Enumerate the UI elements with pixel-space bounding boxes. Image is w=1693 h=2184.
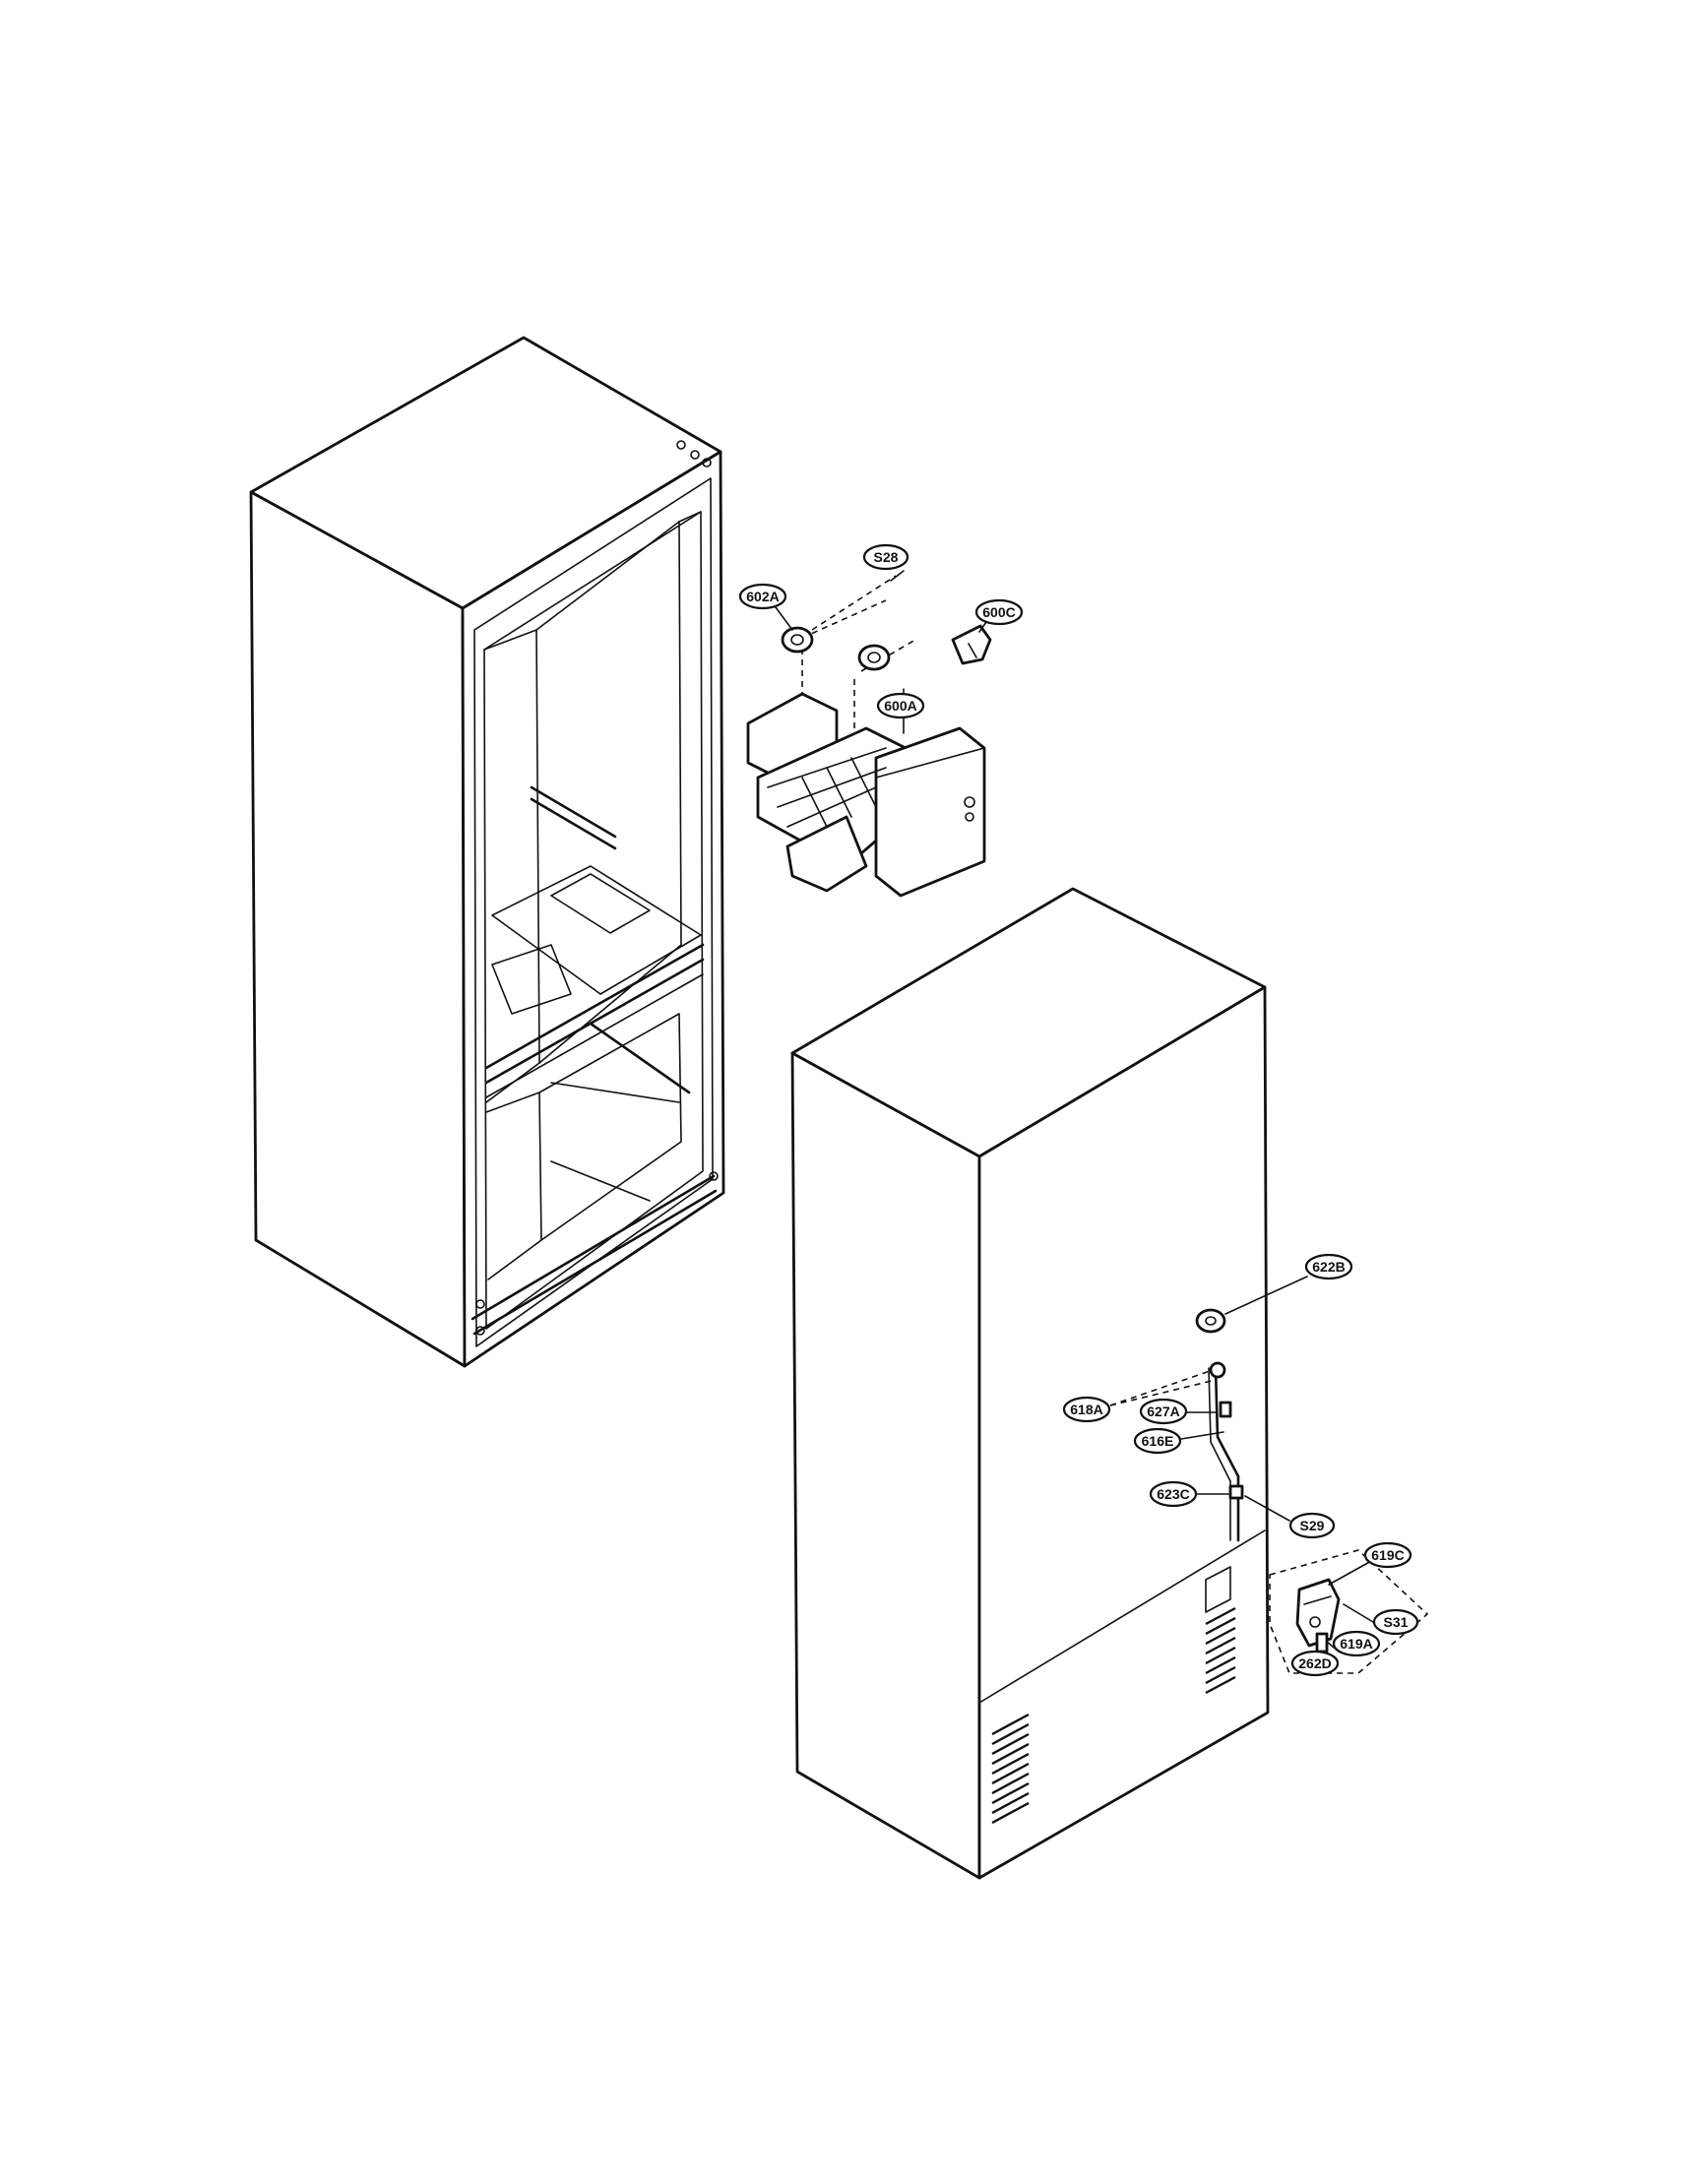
svg-text:S31: S31 — [1384, 1614, 1409, 1630]
svg-text:600C: 600C — [982, 604, 1015, 620]
ice-maker-assembly — [746, 570, 992, 898]
svg-text:619C: 619C — [1371, 1547, 1404, 1563]
svg-text:602A: 602A — [746, 589, 779, 604]
svg-text:600A: 600A — [884, 698, 916, 714]
callout-s31: S31 — [1372, 1608, 1419, 1636]
svg-text:618A: 618A — [1070, 1402, 1102, 1417]
callout-619c: 619C — [1363, 1541, 1412, 1569]
svg-text:262D: 262D — [1298, 1655, 1331, 1671]
svg-text:S29: S29 — [1300, 1518, 1325, 1533]
cap-622b — [1195, 1276, 1308, 1334]
grommet-second — [857, 644, 891, 671]
svg-text:616E: 616E — [1142, 1433, 1174, 1449]
svg-text:622B: 622B — [1312, 1259, 1345, 1275]
callout-602a: 602A — [738, 583, 793, 631]
callout-s28: S28 — [862, 543, 909, 571]
svg-text:S28: S28 — [874, 549, 899, 565]
refrigerator-cabinet-back — [790, 887, 1429, 1880]
svg-text:623C: 623C — [1157, 1486, 1189, 1502]
callout-600c: 600C — [974, 598, 1024, 633]
vent-grille-lower — [991, 1713, 1030, 1825]
callout-619a: 619A — [1332, 1630, 1381, 1657]
callout-600a: 600A — [876, 692, 925, 719]
callout-262d: 262D — [1290, 1650, 1340, 1677]
callout-623c: 623C — [1149, 1480, 1198, 1508]
vent-grille-upper — [1205, 1566, 1236, 1695]
callout-618a: 618A — [1062, 1396, 1111, 1423]
water-tube-assembly — [1109, 1361, 1290, 1542]
callout-627a: 627A — [1139, 1398, 1188, 1425]
svg-text:627A: 627A — [1147, 1404, 1179, 1419]
refrigerator-cabinet-front — [249, 336, 725, 1368]
svg-text:619A: 619A — [1340, 1636, 1372, 1652]
callout-616e: 616E — [1133, 1427, 1182, 1455]
grommet-602a — [781, 626, 814, 654]
clip-600c — [951, 624, 992, 665]
callout-s29: S29 — [1288, 1512, 1336, 1539]
callout-622b: 622B — [1304, 1253, 1353, 1280]
water-valve-group — [1269, 1549, 1429, 1674]
